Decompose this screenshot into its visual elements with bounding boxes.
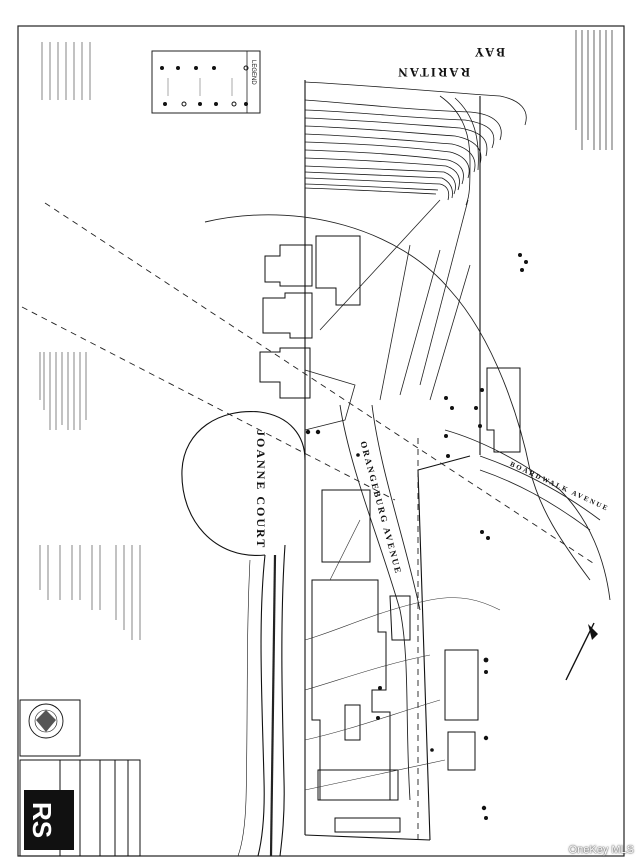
legend-box	[151, 50, 261, 114]
lot-contours	[304, 519, 501, 791]
legend-title: LEGEND	[250, 60, 256, 85]
joanne-court-road	[181, 410, 306, 857]
watermark: OneKey MLS	[568, 844, 634, 856]
shoreline-contours	[304, 81, 527, 206]
main-structures	[311, 489, 479, 833]
survey-notes-right	[575, 30, 613, 150]
svg-text:RS: RS	[27, 802, 57, 838]
boardwalk-avenue-road	[479, 455, 601, 531]
orangeburg-avenue-road	[339, 404, 421, 801]
company-logo: RS	[24, 790, 74, 850]
sheet-border	[17, 25, 625, 857]
survey-notes-top-left	[41, 42, 91, 100]
bay-label-bay: BAY	[472, 45, 505, 60]
general-notes-left	[39, 352, 141, 640]
north-arrow-icon	[565, 622, 598, 681]
flood-zone-lines	[21, 202, 597, 840]
lot-lines	[304, 199, 471, 431]
joanne-court-label: JOANNE COURT	[254, 430, 268, 550]
property-boundary	[304, 80, 481, 841]
utility-markers	[305, 253, 528, 820]
coastal-erosion-arc	[204, 214, 611, 601]
neighbor-structures	[259, 235, 521, 453]
bay-label-raritan: RARITAN	[396, 65, 470, 80]
